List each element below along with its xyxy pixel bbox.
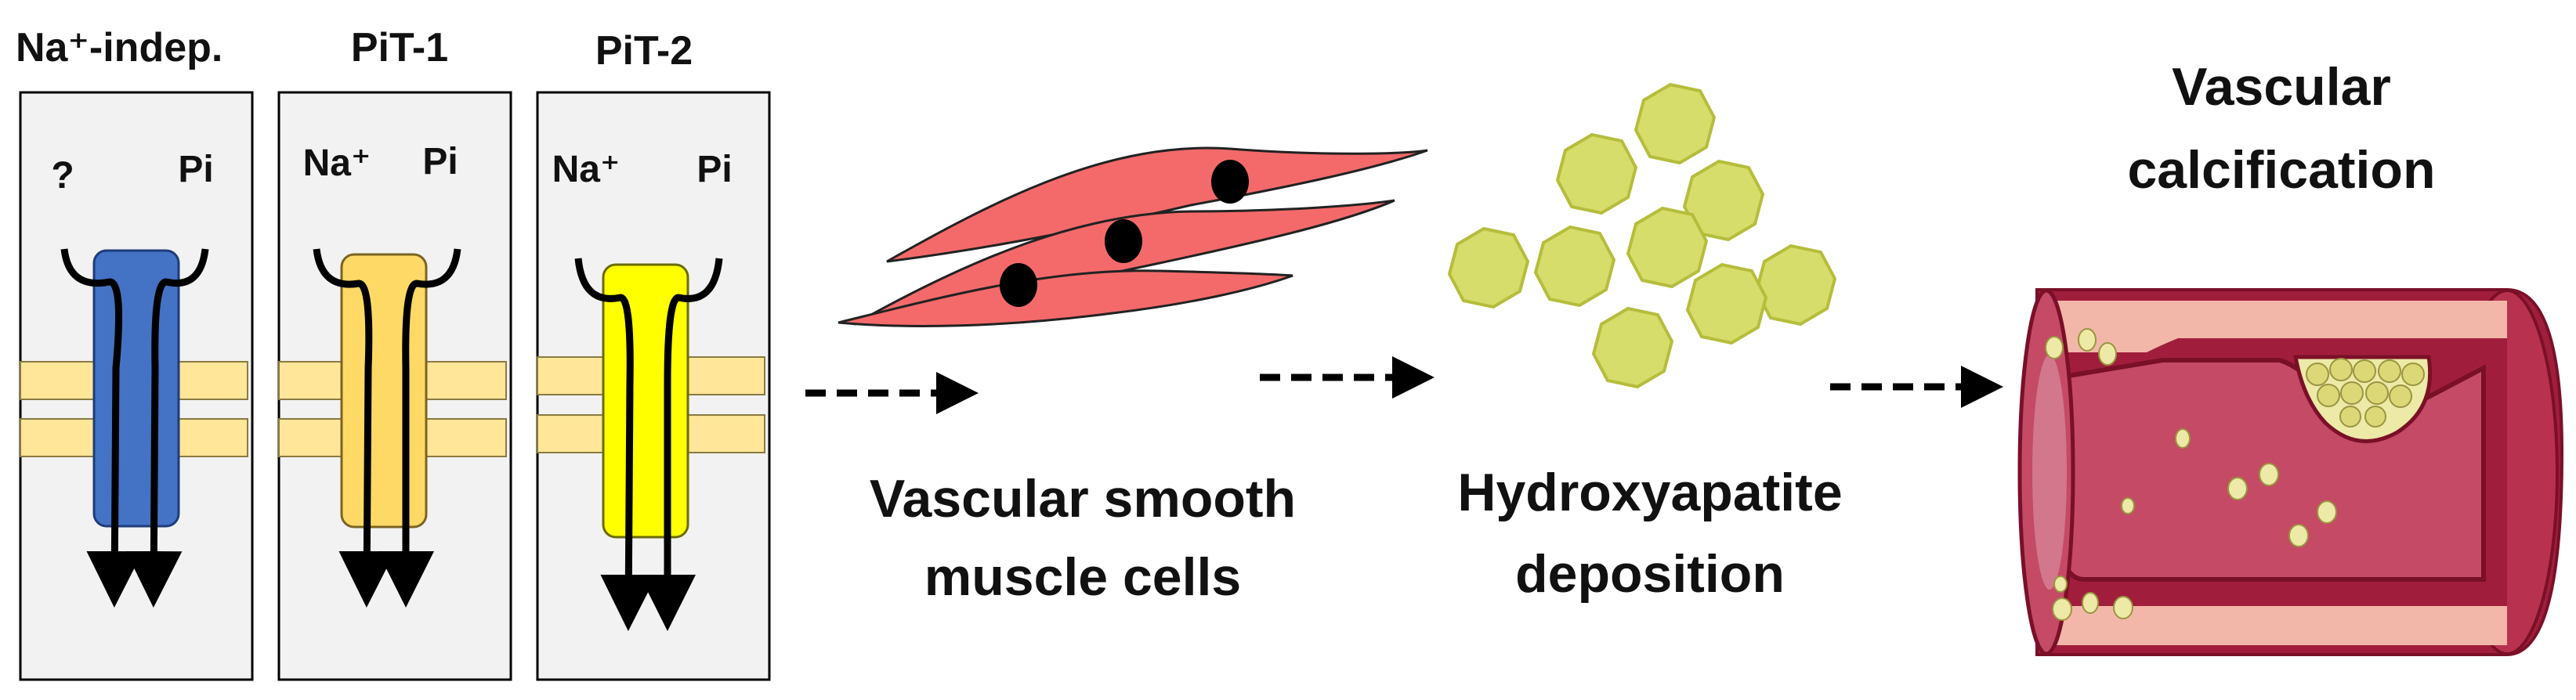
flux-arrow-left (574, 258, 657, 631)
stage-label-line2: muscle cells (924, 547, 1241, 607)
transporter-title: PiT-1 (351, 25, 448, 70)
stage-label-line2: deposition (1515, 544, 1785, 604)
substrate-label-left: ? (51, 155, 74, 197)
stage-label-line1: Hydroxyapatite (1457, 463, 1842, 522)
stage-label-line2: calcification (2127, 140, 2435, 200)
flux-arrow-right (125, 248, 209, 608)
transporter-title: PiT-2 (595, 28, 693, 74)
stage-label-line1: Vascular (2172, 57, 2391, 117)
transporter-protein (340, 253, 428, 529)
blood-vessel-icon (2017, 288, 2564, 656)
transporter-panel-pit-2: PiT-2 Na⁺ Pi (536, 28, 771, 681)
flux-arrow-left (60, 248, 143, 608)
transporter-panel-na-independent: Na⁺-indep. ? Pi (16, 25, 254, 681)
smooth-muscle-cell-icon (838, 146, 1428, 327)
transporter-title: Na⁺-indep. (16, 25, 223, 70)
hydroxyapatite-crystal-icon (1447, 82, 1837, 389)
substrate-label-left: Na⁺ (303, 143, 371, 184)
substrate-label-right: Pi (696, 149, 732, 190)
stage-label-line1: Vascular smooth (870, 469, 1296, 529)
transporter-protein (92, 249, 180, 528)
transporter-panel-pit-1: PiT-1 Na⁺ Pi (277, 25, 512, 681)
flux-arrow-right (639, 258, 723, 631)
flux-arrow-left (313, 248, 396, 608)
substrate-label-left: Na⁺ (552, 149, 620, 190)
flux-arrow-right (378, 248, 461, 608)
substrate-label-right: Pi (178, 149, 213, 190)
substrate-label-right: Pi (422, 141, 458, 182)
